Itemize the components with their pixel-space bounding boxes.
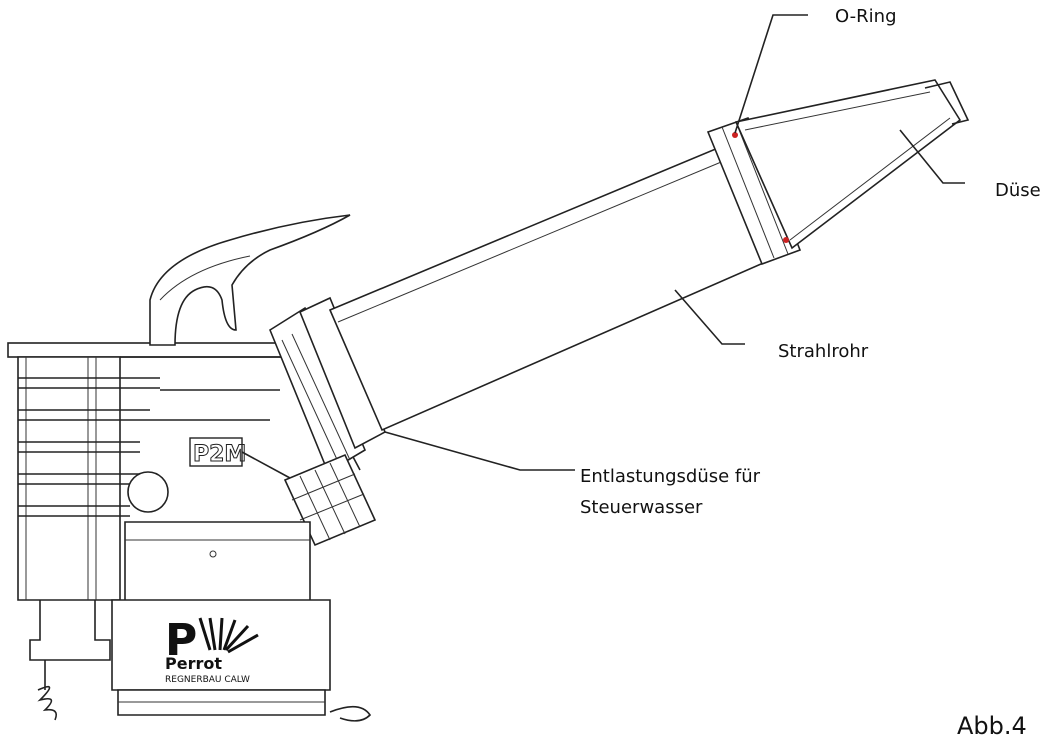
figure-caption: Abb.4 <box>957 712 1027 740</box>
model-plate: P2M <box>189 437 291 479</box>
leader-lines <box>384 14 965 471</box>
leader-entlastung <box>384 431 575 471</box>
svg-text:P: P <box>165 615 197 666</box>
label-entlastung-line1: Entlastungsdüse für <box>580 466 761 487</box>
handle-arm <box>149 214 351 346</box>
sprinkler-housing <box>7 296 387 722</box>
nozzle-cone <box>734 79 970 250</box>
label-duse: Düse <box>995 180 1041 201</box>
center-column <box>124 521 311 611</box>
o-ring-mark-top <box>732 132 738 138</box>
drive-spring <box>29 600 372 722</box>
perrot-logo: P Perrot REGNERBAU CALW <box>164 611 266 685</box>
housing-ribs <box>18 377 160 517</box>
model-text: P2M <box>193 442 246 467</box>
leader-o-ring <box>734 14 808 134</box>
swivel-connector <box>269 296 387 474</box>
brand-subline: REGNERBAU CALW <box>165 675 250 685</box>
leader-duse <box>899 129 965 184</box>
nozzle-coupling <box>706 116 802 266</box>
label-strahlrohr: Strahlrohr <box>778 341 869 362</box>
barrel <box>328 146 772 432</box>
label-o-ring: O-Ring <box>835 6 897 27</box>
adjust-knob <box>127 471 169 513</box>
brand-name: Perrot <box>165 654 222 673</box>
leader-strahlrohr <box>674 289 745 345</box>
label-entlastung-line2: Steuerwasser <box>580 497 703 518</box>
o-ring-mark-bottom <box>783 237 789 243</box>
